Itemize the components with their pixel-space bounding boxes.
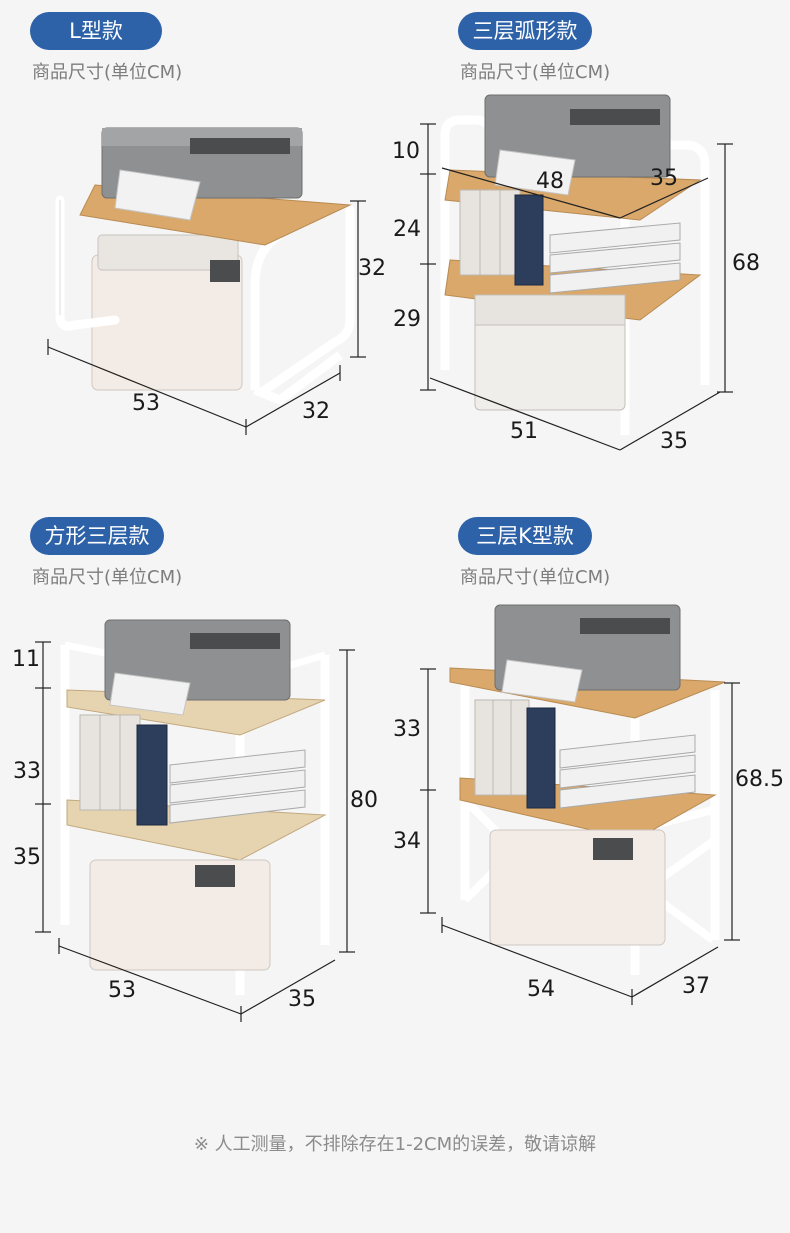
tray-icon xyxy=(549,222,681,294)
dimension-lines-k-three-tier xyxy=(420,668,740,1005)
product-image-l-shape xyxy=(40,110,390,440)
product-image-k-three-tier xyxy=(445,600,730,985)
dimension-lines-l-shape xyxy=(47,200,366,435)
tray-icon xyxy=(559,734,696,809)
binder-icon xyxy=(459,189,544,286)
dimension-total-height-square: 80 xyxy=(350,788,378,813)
product-image-arc-three-tier xyxy=(430,94,720,440)
dimension-lower-tier-k: 34 xyxy=(393,829,421,854)
binder-icon xyxy=(79,714,168,826)
dimension-depth-square: 35 xyxy=(288,987,316,1012)
dimension-depth-l-shape: 32 xyxy=(302,399,330,424)
printer-icon xyxy=(101,127,303,221)
size-subtitle-4: 商品尺寸(单位CM) xyxy=(460,567,611,588)
dimension-width-k: 54 xyxy=(527,977,555,1002)
badge-square-three-tier: 方形三层款 xyxy=(30,517,164,555)
dimension-depth-k: 37 xyxy=(682,974,710,999)
printer-icon xyxy=(104,619,291,716)
badge-l-shape: L型款 xyxy=(30,12,162,50)
badge-k-three-tier: 三层K型款 xyxy=(458,517,592,555)
dimension-width-l-shape: 53 xyxy=(132,391,160,416)
size-subtitle-2: 商品尺寸(单位CM) xyxy=(460,62,611,83)
tray-icon xyxy=(169,749,306,824)
dimension-shelf-depth-arc: 35 xyxy=(650,166,678,191)
laser-printer-icon xyxy=(89,859,271,971)
dimension-mid-tier-arc: 24 xyxy=(393,217,421,242)
dimension-mid-tier-square: 33 xyxy=(13,759,41,784)
printer-icon xyxy=(484,94,671,196)
measurement-disclaimer: ※ 人工测量，不排除存在1-2CM的误差，敬请谅解 xyxy=(193,1134,597,1155)
laser-printer-icon xyxy=(91,234,243,391)
dimension-height-l-shape: 32 xyxy=(358,256,386,281)
laser-printer-icon xyxy=(474,294,626,411)
dimension-lines-square-three-tier xyxy=(35,641,355,1022)
printer-icon xyxy=(494,604,681,703)
dimension-width-arc: 51 xyxy=(510,419,538,444)
dimension-width-square: 53 xyxy=(108,978,136,1003)
dimension-total-height-k: 68.5 xyxy=(735,767,784,792)
product-image-square-three-tier xyxy=(55,615,345,1005)
size-subtitle-3: 商品尺寸(单位CM) xyxy=(32,567,183,588)
binder-icon xyxy=(474,699,556,809)
dimension-top-tier-square: 11 xyxy=(12,647,40,672)
dimension-top-tier-arc: 10 xyxy=(392,139,420,164)
dimension-lines-arc-three-tier xyxy=(420,123,733,451)
size-subtitle-1: 商品尺寸(单位CM) xyxy=(32,62,183,83)
dimension-depth-arc: 35 xyxy=(660,429,688,454)
dimension-bottom-tier-arc: 29 xyxy=(393,307,421,332)
dimension-shelf-width-arc: 48 xyxy=(536,169,564,194)
laser-printer-icon xyxy=(489,829,666,946)
dimension-upper-tier-k: 33 xyxy=(393,717,421,742)
dimension-total-height-arc: 68 xyxy=(732,251,760,276)
dimension-bottom-tier-square: 35 xyxy=(13,845,41,870)
badge-arc-three-tier: 三层弧形款 xyxy=(458,12,592,50)
